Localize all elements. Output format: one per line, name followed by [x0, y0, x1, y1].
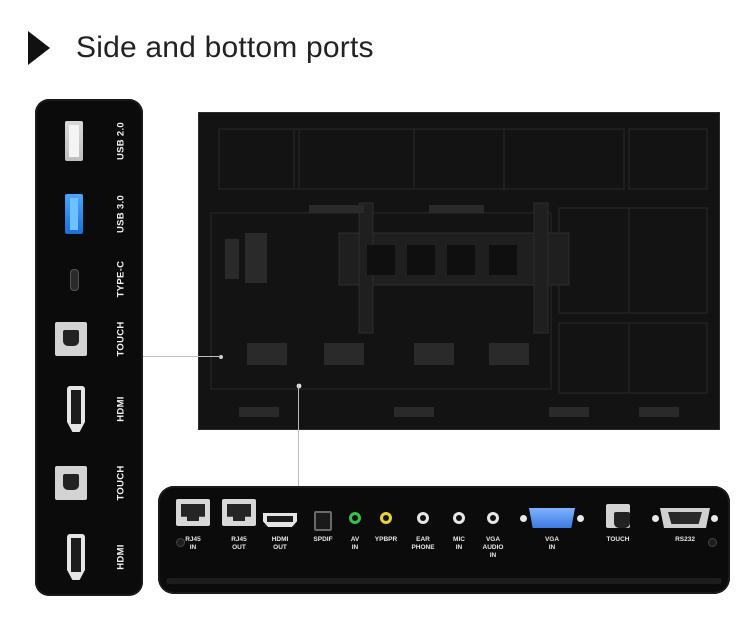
- bottom-port-label: RS232: [675, 536, 695, 543]
- hdmi-icon: [67, 386, 85, 432]
- bottom-port-touch: TOUCH: [598, 486, 638, 576]
- bottom-port-av-in: AV IN: [340, 486, 370, 576]
- vga-icon: [529, 508, 575, 528]
- rj45-icon: [176, 499, 210, 526]
- side-ports-panel: USB 2.0 USB 3.0 TYPE-C TOUCH HDMI TOUCH …: [35, 99, 143, 596]
- bottom-port-label: MIC IN: [453, 536, 465, 551]
- bottom-port-mic-in: MIC IN: [444, 486, 474, 576]
- tv-back-drawing: [199, 113, 719, 429]
- panel-edge-strip: [166, 578, 722, 584]
- side-port-label: TYPE-C: [115, 260, 127, 298]
- usb-b-icon: [55, 466, 87, 500]
- side-port-label: USB 2.0: [115, 121, 127, 161]
- green-jack-icon: [349, 512, 361, 524]
- white-jack-icon: [417, 512, 429, 524]
- bottom-port-label: AV IN: [350, 536, 360, 551]
- hdmi-icon: [67, 534, 85, 580]
- bottom-port-label: VGA AUDIO IN: [482, 536, 504, 559]
- bottom-port-label: EAR PHONE: [411, 536, 435, 551]
- white-jack-icon: [453, 512, 465, 524]
- screw-icon: [520, 515, 527, 522]
- bottom-ports-panel: RJ45 IN RJ45 OUT HDMI OUT SPDIF AV IN YP…: [158, 486, 730, 594]
- usb-b-icon: [606, 504, 630, 528]
- side-port-label: TOUCH: [115, 465, 127, 501]
- bottom-port-rj45-in: RJ45 IN: [170, 486, 216, 576]
- bottom-port-vga-audio-in: VGA AUDIO IN: [476, 486, 510, 576]
- yellow-jack-icon: [380, 512, 392, 524]
- usb-b-icon: [55, 322, 87, 356]
- side-connector-line: [143, 356, 221, 357]
- side-port-label: USB 3.0: [115, 194, 127, 234]
- rs232-icon: [660, 508, 710, 528]
- screw-hole-icon: [176, 538, 185, 547]
- side-port-hdmi-1: HDMI: [35, 379, 143, 439]
- side-port-usb3: USB 3.0: [35, 184, 143, 244]
- side-port-usb2: USB 2.0: [35, 111, 143, 171]
- side-port-label: HDMI: [115, 396, 127, 422]
- hdmi-icon: [263, 513, 297, 527]
- bottom-port-label: RJ45 OUT: [231, 536, 247, 551]
- usb-2-icon: [65, 121, 83, 161]
- white-jack-icon: [487, 512, 499, 524]
- bottom-port-label: VGA IN: [544, 536, 560, 551]
- bottom-port-spdif: SPDIF: [306, 486, 340, 576]
- rj45-icon: [222, 499, 256, 526]
- bottom-connector-line: [298, 385, 299, 487]
- type-c-icon: [70, 269, 79, 291]
- bottom-port-hdmi-out: HDMI OUT: [258, 486, 302, 576]
- bottom-port-label: HDMI OUT: [271, 536, 289, 551]
- screw-icon: [577, 515, 584, 522]
- page-title: Side and bottom ports: [76, 31, 374, 64]
- bottom-port-rs232: RS232: [650, 486, 720, 576]
- side-port-label: HDMI: [115, 544, 127, 570]
- screw-hole-icon: [708, 538, 717, 547]
- bottom-port-ypbpr: YPBPR: [370, 486, 402, 576]
- bottom-port-label: SPDIF: [313, 536, 333, 543]
- side-port-touch-1: TOUCH: [35, 309, 143, 369]
- side-port-touch-2: TOUCH: [35, 453, 143, 513]
- bottom-port-vga-in: VGA IN: [518, 486, 586, 576]
- bottom-port-label: YPBPR: [374, 536, 398, 543]
- bottom-port-label: TOUCH: [606, 536, 630, 543]
- side-port-type-c: TYPE-C: [35, 249, 143, 309]
- screw-icon: [711, 515, 718, 522]
- side-port-label: TOUCH: [115, 321, 127, 357]
- screw-icon: [652, 515, 659, 522]
- tv-back-image: [198, 112, 720, 430]
- section-heading: Side and bottom ports: [28, 26, 374, 70]
- usb-3-icon: [65, 194, 83, 234]
- optical-icon: [314, 511, 332, 531]
- bottom-port-rj45-out: RJ45 OUT: [216, 486, 262, 576]
- side-port-hdmi-2: HDMI: [35, 527, 143, 587]
- bottom-port-label: RJ45 IN: [185, 536, 201, 551]
- triangle-bullet-icon: [28, 31, 50, 65]
- bottom-port-earphone: EAR PHONE: [406, 486, 440, 576]
